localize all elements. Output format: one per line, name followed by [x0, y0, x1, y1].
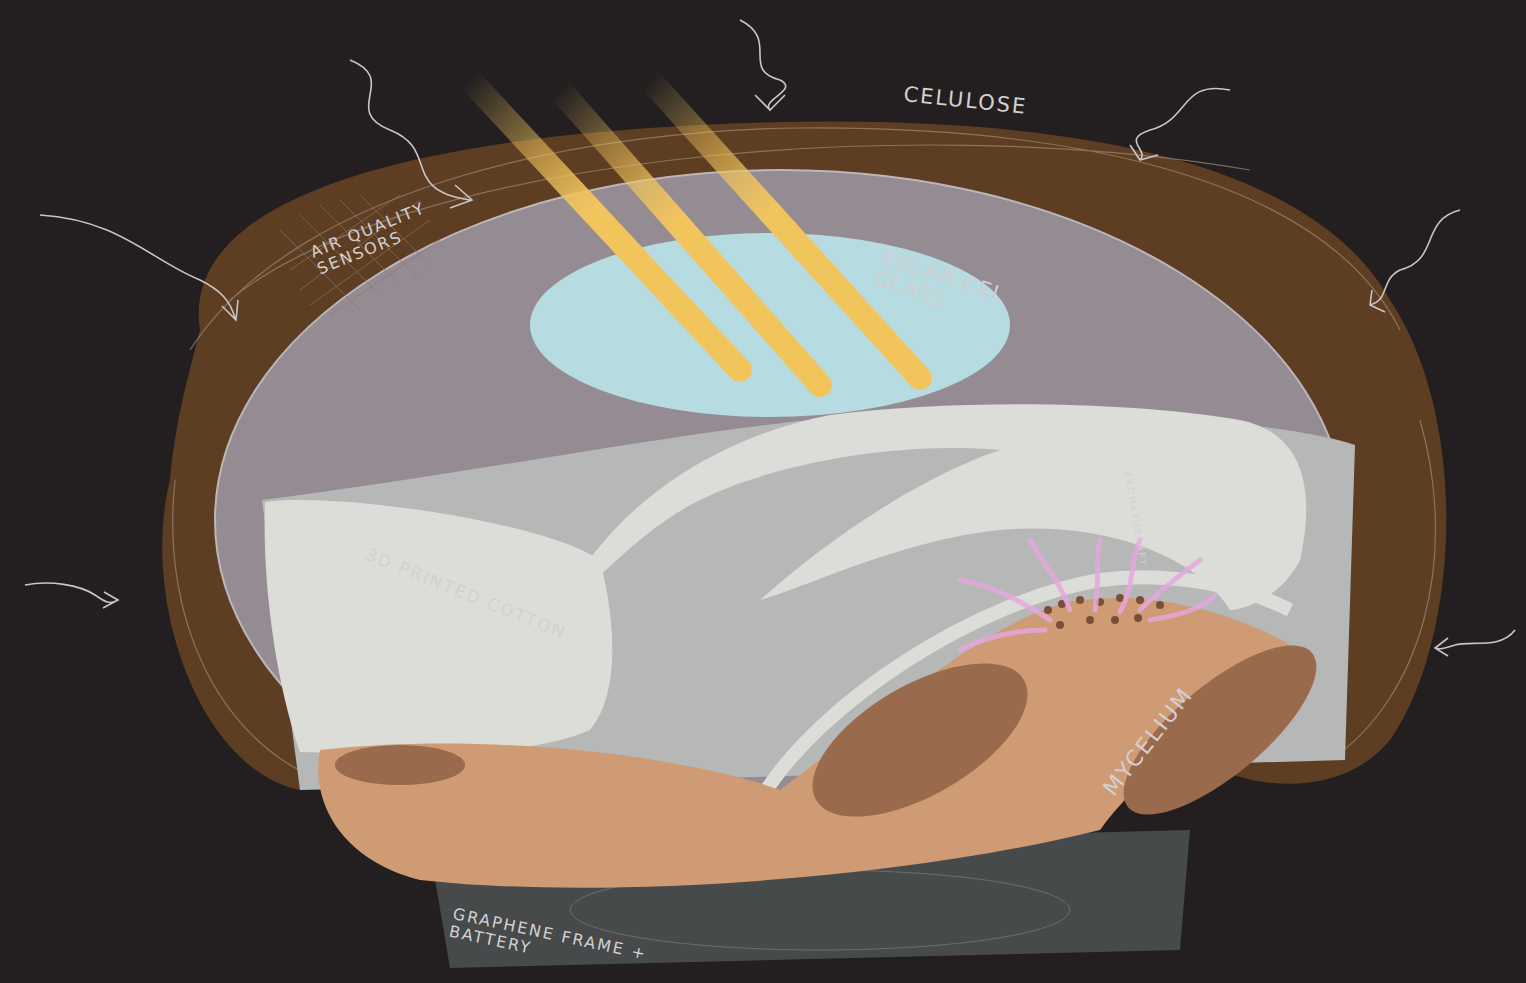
aroma-wisps: [960, 540, 1215, 650]
cellulose-label: CELULOSE: [902, 82, 1103, 127]
airflow-arrows: [25, 20, 1515, 656]
aroma-pores: [1044, 594, 1164, 629]
mycelium: [318, 598, 1300, 888]
sun-beams: [470, 80, 920, 385]
mycelium-spot: [789, 632, 1052, 847]
mycelium-spot: [335, 745, 465, 785]
mycelium-spot: [1099, 618, 1341, 841]
